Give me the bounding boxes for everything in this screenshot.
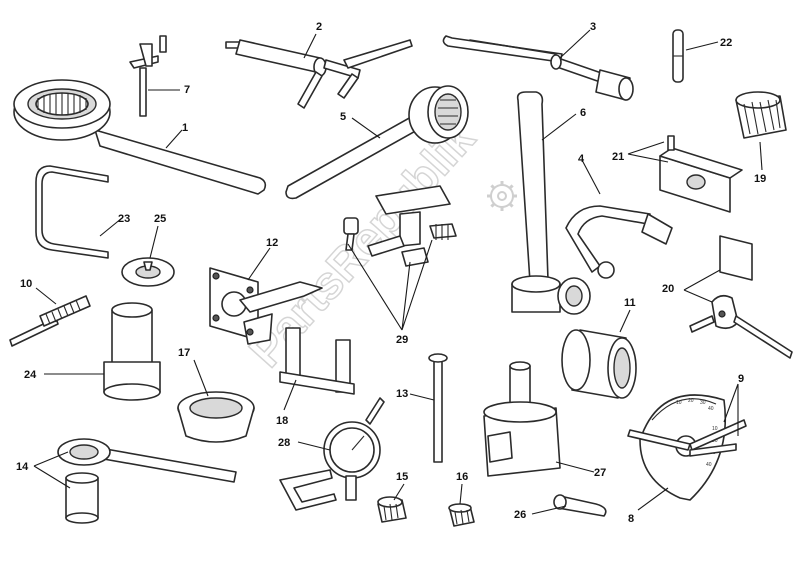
callout-21: 21 xyxy=(612,151,624,163)
part-13-long-pin xyxy=(428,353,448,463)
callout-5: 5 xyxy=(340,111,346,123)
part-11-ring xyxy=(561,329,637,399)
callout-23: 23 xyxy=(118,213,130,225)
dial-label: 20 xyxy=(712,438,718,444)
part-24-sleeve xyxy=(103,302,161,401)
dial-label: 40 xyxy=(708,406,714,412)
part-19-split-bush xyxy=(735,91,787,139)
callout-27: 27 xyxy=(594,467,606,479)
callout-3: 3 xyxy=(590,21,596,33)
callout-22: 22 xyxy=(720,37,732,49)
part-20-gauge xyxy=(689,235,793,359)
callout-4: 4 xyxy=(578,153,585,165)
callout-28: 28 xyxy=(278,437,290,449)
part-27-press xyxy=(483,361,561,477)
part-14-spanner xyxy=(57,438,237,524)
callout-25: 25 xyxy=(154,213,166,225)
dial-label: 30 xyxy=(700,400,706,406)
callout-15: 15 xyxy=(396,471,408,483)
callout-14: 14 xyxy=(16,461,29,473)
callout-26: 26 xyxy=(514,509,526,521)
part-17-filter-cup xyxy=(177,391,255,443)
leader-lines xyxy=(33,29,763,515)
part-23-u-bar xyxy=(35,165,109,259)
callout-29: 29 xyxy=(396,334,408,346)
part-8-degree-wheel: 10 20 30 40 10 20 30 40 xyxy=(627,394,747,501)
part-10-threaded-rod xyxy=(9,295,91,347)
callout-7: 7 xyxy=(184,84,190,96)
part-15-knurled-nut xyxy=(377,496,407,523)
part-4-bent-key xyxy=(565,205,673,279)
callout-17: 17 xyxy=(178,347,190,359)
dial-label: 20 xyxy=(688,398,694,404)
part-21-plate xyxy=(659,135,743,213)
part-12-puller xyxy=(209,267,323,345)
part-1-ring-spanner xyxy=(13,79,267,195)
part-6-socket-wrench xyxy=(511,91,591,315)
part-25-washer xyxy=(121,257,175,287)
part-3-extractor xyxy=(442,35,634,101)
callout-2: 2 xyxy=(316,21,322,33)
callout-24: 24 xyxy=(24,369,37,381)
callout-6: 6 xyxy=(580,107,586,119)
callout-20: 20 xyxy=(662,283,674,295)
callout-1: 1 xyxy=(182,122,188,134)
callout-18: 18 xyxy=(276,415,288,427)
part-22-pin xyxy=(672,29,684,83)
dial-label: 40 xyxy=(706,462,712,468)
callout-9: 9 xyxy=(738,373,744,385)
part-7-bent-pin xyxy=(129,35,167,117)
part-2-puller xyxy=(225,39,413,109)
callout-11: 11 xyxy=(624,297,636,309)
callout-12: 12 xyxy=(266,237,278,249)
callout-19: 19 xyxy=(754,173,766,185)
gear-watermark-icon xyxy=(487,181,517,211)
callout-16: 16 xyxy=(456,471,468,483)
part-18-frame xyxy=(279,327,355,395)
part-26-bullet xyxy=(553,494,607,517)
callout-8: 8 xyxy=(628,513,634,525)
dial-label: 10 xyxy=(676,400,682,406)
dial-label: 10 xyxy=(712,426,718,432)
callout-13: 13 xyxy=(396,388,408,400)
part-16-knurled-nut xyxy=(448,503,475,527)
part-5-bearing-tool xyxy=(285,85,469,200)
part-29-pin-set xyxy=(343,185,457,267)
callout-numbers: 1 2 3 4 5 6 7 8 9 10 11 12 13 14 15 16 1… xyxy=(16,21,766,525)
part-28-dial-gauge xyxy=(279,397,385,511)
callout-10: 10 xyxy=(20,278,32,290)
